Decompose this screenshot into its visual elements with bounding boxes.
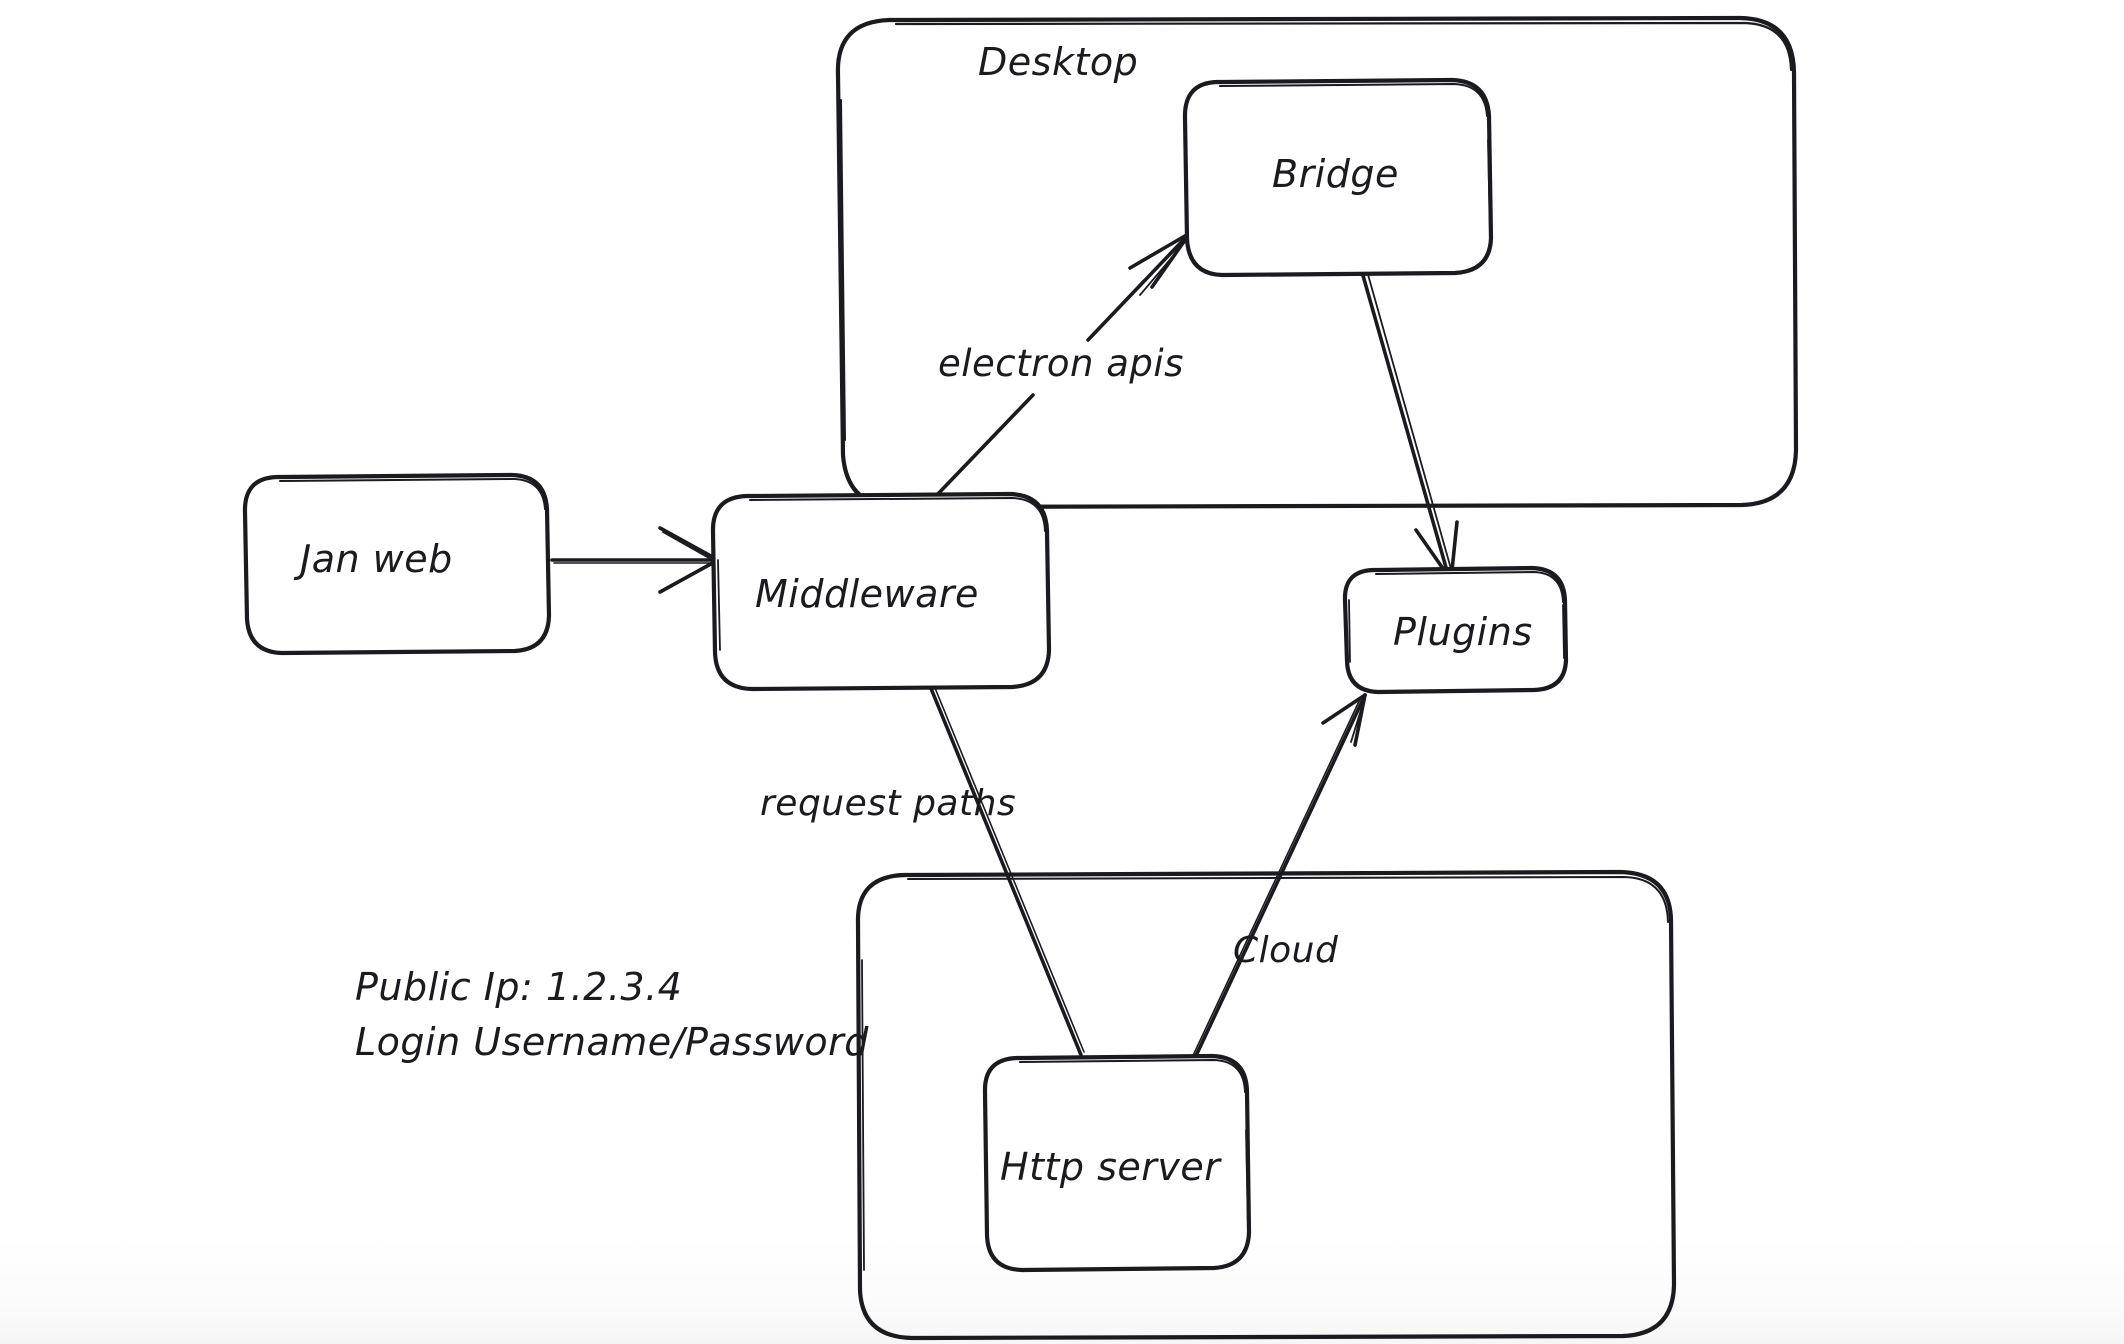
edge-bridge-to-plugins[interactable] [1360, 270, 1459, 582]
edge-line-electron-apis-lower [933, 393, 1035, 499]
edge-label-cloud: Cloud [1233, 930, 1339, 971]
desktop-container-sketch-overstroke [894, 21, 1793, 72]
edge-jan-web-to-middleware[interactable] [550, 526, 720, 594]
middleware-box-overstroke-2 [717, 559, 721, 651]
bridge-box-overstroke-2 [1487, 139, 1491, 236]
desktop-container-outline [835, 15, 1799, 510]
edge-arrowhead-janweb-lower [658, 558, 720, 594]
node-label-plugins: Plugins [1393, 610, 1533, 654]
plugins-box-outline [1342, 565, 1569, 695]
note-public-ip: Public Ip: 1.2.3.4 [355, 965, 682, 1009]
http-server-box-overstroke-2 [1245, 1129, 1249, 1229]
edge-line-bridge-plugins [1360, 270, 1451, 580]
edge-line-request-paths [928, 684, 1083, 1057]
http-server-box-overstroke [1019, 1059, 1246, 1093]
edge-middleware-to-bridge[interactable] [933, 231, 1192, 499]
cloud-container-sketch-overstroke-2 [861, 959, 865, 1271]
plugins-box-overstroke-3 [1562, 604, 1565, 659]
http-server-box-outline [982, 1053, 1252, 1273]
edge-line-cloud [1192, 693, 1367, 1062]
node-middleware[interactable]: Middleware [710, 491, 1052, 692]
container-desktop[interactable] [835, 15, 1799, 510]
edge-line-bridge-plugins-overstroke [1366, 270, 1454, 577]
edge-middleware-to-http-server[interactable] [928, 684, 1085, 1057]
cloud-container-outline [855, 869, 1677, 1341]
bridge-box-overstroke [1219, 83, 1488, 117]
cloud-container-sketch-overstroke [907, 876, 1669, 923]
note-login: Login Username/Password [355, 1020, 869, 1064]
edge-arrowhead-electron-left [1128, 231, 1192, 270]
node-label-jan-web: Jan web [293, 537, 453, 581]
middleware-box-outline [710, 491, 1052, 692]
edge-label-electron-apis: electron apis [938, 342, 1184, 385]
edge-http-server-to-plugins[interactable] [1189, 693, 1367, 1063]
container-label-desktop: Desktop [978, 40, 1138, 84]
edge-arrowhead-electron-mid [1150, 231, 1192, 289]
edge-line-electron-apis-upper [1086, 231, 1192, 342]
edge-line-cloud-overstroke [1189, 696, 1362, 1063]
desktop-container-sketch-overstroke-2 [840, 99, 846, 441]
plugins-box-overstroke-2 [1348, 599, 1351, 663]
edge-arrowhead-cloud-left [1321, 693, 1367, 725]
node-label-bridge: Bridge [1272, 152, 1399, 196]
node-label-http-server: Http server [1000, 1145, 1222, 1189]
middleware-box-overstroke [749, 497, 1046, 532]
node-bridge[interactable]: Bridge [1182, 77, 1494, 278]
node-label-middleware: Middleware [755, 572, 979, 616]
edge-arrowhead-janweb-upper [658, 526, 720, 562]
plugins-box-overstroke [1375, 571, 1564, 603]
jan-web-box-overstroke [279, 478, 546, 510]
node-http-server[interactable]: Http server [982, 1053, 1252, 1273]
edge-arrowhead-cloud-right-overstroke [1350, 696, 1366, 743]
notes-block: Public Ip: 1.2.3.4 Login Username/Passwo… [355, 965, 869, 1064]
container-cloud[interactable] [855, 869, 1677, 1341]
node-jan-web[interactable]: Jan web [242, 472, 552, 656]
edge-arrowhead-electron-right [1139, 235, 1191, 296]
edge-label-request-paths: request paths [760, 783, 1016, 824]
jan-web-box-outline [242, 472, 552, 656]
edge-arrowhead-janweb-upper-overstroke [662, 531, 717, 563]
node-plugins[interactable]: Plugins [1342, 565, 1569, 695]
edge-line-request-paths-overstroke [934, 687, 1085, 1053]
bridge-box-outline [1182, 77, 1494, 278]
